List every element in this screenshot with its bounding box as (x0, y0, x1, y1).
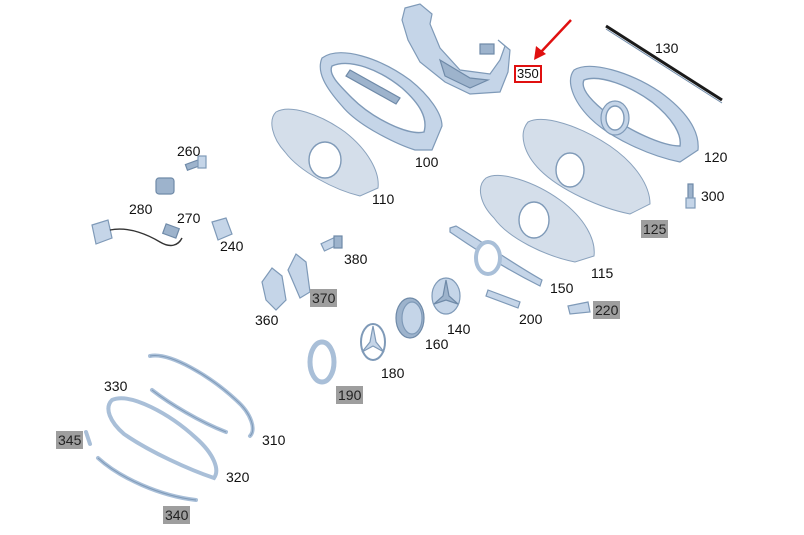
part-380-bolt (320, 235, 343, 252)
part-130-trim-strip (605, 24, 723, 104)
part-270-sensor (161, 223, 181, 239)
part-260-screw (184, 155, 207, 171)
part-115-mesh-grille (479, 174, 595, 263)
callout-360[interactable]: 360 (255, 312, 279, 328)
part-350-bracket (401, 3, 511, 95)
part-345-clip (84, 430, 92, 446)
callout-180[interactable]: 180 (381, 365, 405, 381)
callout-100[interactable]: 100 (415, 154, 439, 170)
callout-330[interactable]: 330 (104, 378, 128, 394)
callout-345[interactable]: 345 (56, 431, 84, 449)
callout-160[interactable]: 160 (425, 336, 449, 352)
part-300-clip (685, 183, 696, 209)
callout-310[interactable]: 310 (262, 432, 286, 448)
part-150-trim-bar (449, 225, 543, 287)
callout-120[interactable]: 120 (704, 149, 728, 165)
part-280-sensor-harness (91, 177, 183, 247)
callout-125[interactable]: 125 (641, 220, 669, 238)
callout-260[interactable]: 260 (177, 143, 201, 159)
callout-270[interactable]: 270 (177, 210, 201, 226)
part-340-trim-strip (96, 456, 198, 502)
callout-370[interactable]: 370 (310, 289, 338, 307)
callout-130[interactable]: 130 (655, 40, 679, 56)
part-320-trim-strip (106, 396, 219, 481)
callout-190[interactable]: 190 (336, 386, 364, 404)
callout-240[interactable]: 240 (220, 238, 244, 254)
callout-200[interactable]: 200 (519, 311, 543, 327)
callout-350[interactable]: 350 (514, 65, 542, 83)
callout-300[interactable]: 300 (701, 188, 725, 204)
part-240-sensor-holder (211, 217, 233, 241)
callout-220[interactable]: 220 (593, 301, 621, 319)
part-125-bar-grille (522, 119, 651, 215)
callout-150[interactable]: 150 (550, 280, 574, 296)
callout-320[interactable]: 320 (226, 469, 250, 485)
part-360-bracket (261, 267, 287, 311)
part-180-star (360, 323, 386, 361)
part-160-emblem-cover (395, 297, 425, 339)
part-140-emblem (431, 277, 461, 315)
part-220-trim (567, 301, 591, 315)
callout-140[interactable]: 140 (447, 321, 471, 337)
callout-110[interactable]: 110 (372, 191, 395, 207)
part-120-grille-surround (569, 65, 699, 163)
callout-340[interactable]: 340 (163, 506, 191, 524)
callout-380[interactable]: 380 (344, 251, 368, 267)
callout-115[interactable]: 115 (591, 265, 614, 281)
callout-280[interactable]: 280 (129, 201, 153, 217)
part-310-trim-strip (150, 388, 228, 434)
part-190-ring (307, 339, 337, 385)
selection-arrow (534, 19, 572, 60)
part-370-bracket (287, 253, 311, 299)
part-110-mesh-grille (271, 108, 379, 197)
part-100-grille-frame (319, 52, 443, 151)
part-330-trim-strip (148, 353, 255, 438)
part-200-trim (485, 289, 521, 309)
